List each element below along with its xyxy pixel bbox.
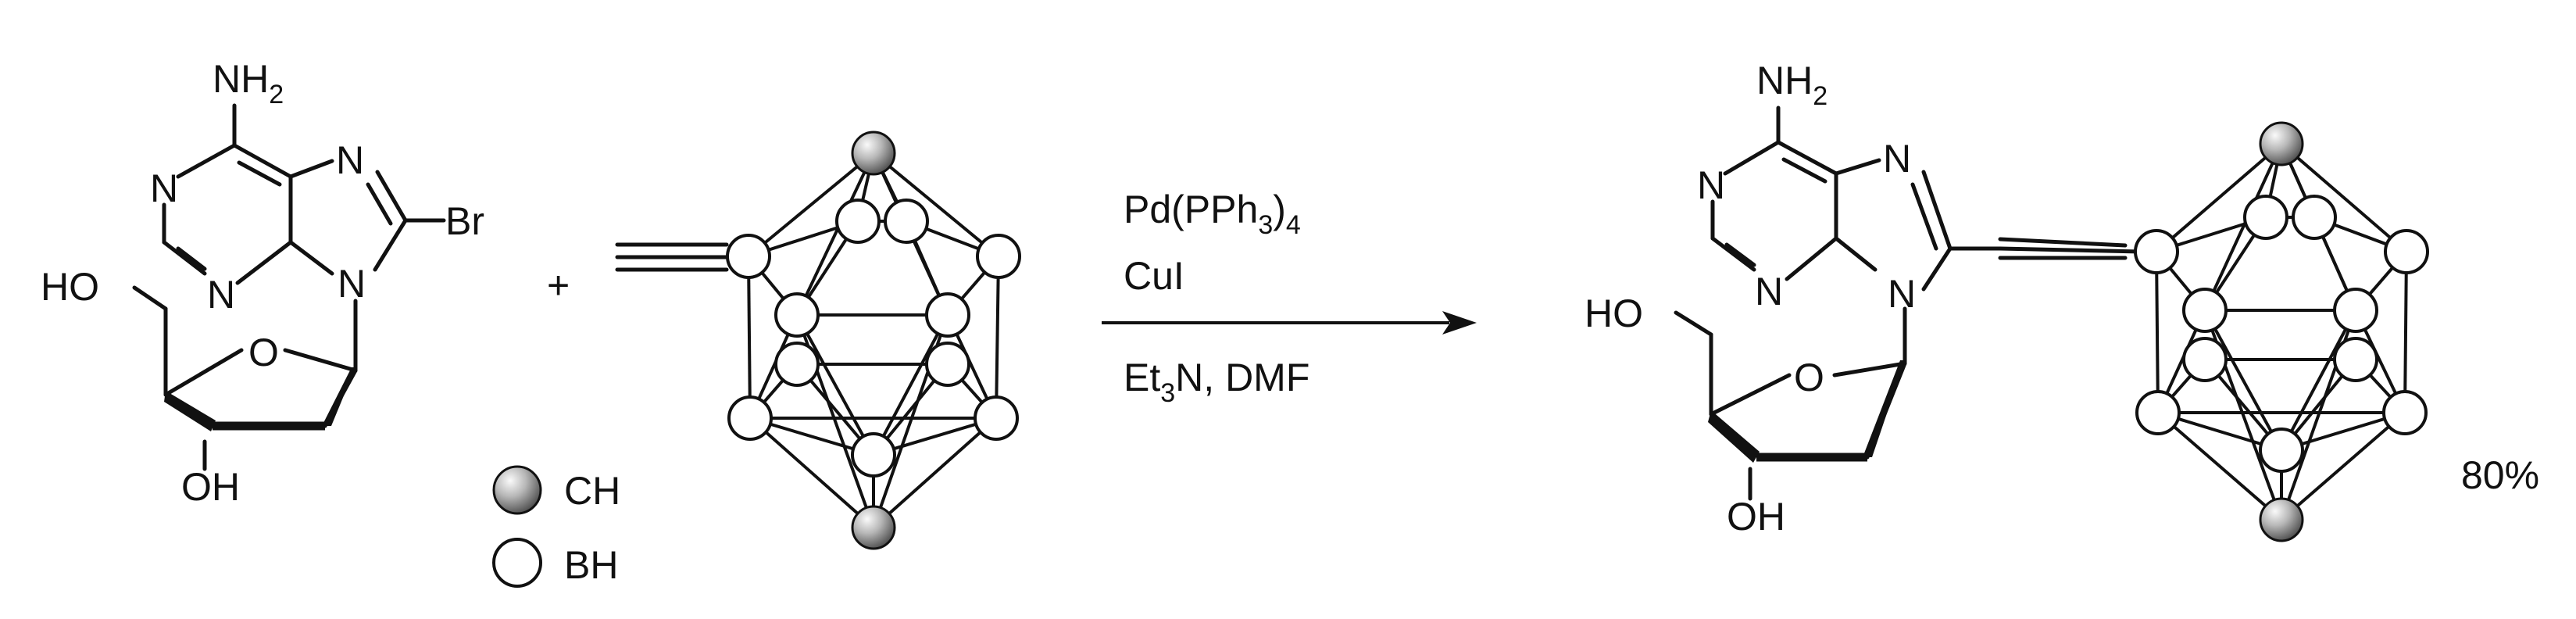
reactant-cage-bh-atom [925, 292, 970, 338]
product-cage-bh-atom [2384, 229, 2429, 274]
reactant-cage-ch-atom [851, 505, 896, 550]
reaction-arrow-head [1442, 311, 1477, 335]
reaction-yield: 80% [2461, 453, 2539, 497]
product-wedge-c1-c2 [1863, 360, 1905, 457]
reactant-n3-label: N [207, 273, 235, 317]
legend-ch-label: CH [564, 469, 620, 513]
product-cage-bh-atom [2259, 428, 2304, 473]
reactant-cage-bh-atom [726, 234, 771, 279]
product-nucleoside: NH2 N N N N HO O OH [1585, 59, 2143, 538]
reactant-cage-bh-atom [884, 199, 929, 244]
product-cage-bh-atom [2135, 390, 2181, 435]
reactant-wedge-c4-c3 [164, 391, 216, 431]
reaction-conditions: Pd(PPh3)4 CuI Et3N, DMF [1102, 188, 1477, 408]
product-n7-label: N [1883, 137, 1911, 181]
product-carborane [2134, 121, 2429, 542]
plus-sign: + [547, 263, 570, 307]
product-n3-label: N [1755, 270, 1783, 313]
reactant-n1-label: N [150, 166, 178, 210]
reactant-amino-label: NH2 [213, 57, 284, 109]
product-ring-oxygen-label: O [1794, 356, 1824, 399]
product-cage-bh-atom [2182, 337, 2228, 382]
reactant-cage-bh-atom [976, 234, 1021, 279]
product-n9-label: N [1888, 272, 1916, 316]
product-5-hydroxy-label: HO [1585, 292, 1643, 335]
legend-bh-label: BH [564, 543, 618, 587]
product-cage-bh-atom [2292, 195, 2337, 240]
product-cage-ch-atom [2259, 121, 2304, 166]
reactant-nucleoside: NH2 N N N N Br HO O OH [41, 57, 484, 509]
condition-catalyst: Pd(PPh3)4 [1124, 188, 1301, 240]
product-bonds [1674, 106, 2143, 501]
product-cage-bh-atom [2243, 195, 2288, 240]
legend-bh-symbol [492, 538, 542, 588]
reactant-bromo-label: Br [445, 199, 484, 243]
reactant-5-hydroxy-label: HO [41, 265, 99, 309]
reactant-cage-bh-atom [835, 199, 881, 244]
condition-cocatalyst: CuI [1124, 254, 1184, 298]
reactant-cage-bh-atom [774, 292, 820, 338]
atom-legend: CH BH [492, 465, 620, 588]
reactant-cage-bh-atom [774, 342, 820, 387]
reactant-cage-bh-atom [851, 432, 896, 478]
reactant-cage-bh-atom [974, 395, 1019, 441]
product-3-hydroxy-label: OH [1727, 495, 1785, 538]
reactant-carborane [615, 131, 1021, 550]
legend-ch-symbol [492, 465, 542, 515]
product-cage-bh-atom [2333, 337, 2378, 382]
reactant-cage-bh-atom [925, 342, 970, 387]
product-cage-bh-atom [2182, 288, 2228, 333]
reactant-n7-label: N [336, 138, 364, 182]
reactant-wedge-c1-c2 [322, 367, 355, 426]
reactant-n9-label: N [338, 262, 366, 306]
reactant-ring-oxygen-label: O [248, 331, 279, 374]
product-cage-bh-atom [2333, 288, 2378, 333]
product-amino-label: NH2 [1756, 59, 1827, 111]
reactant-3-hydroxy-label: OH [181, 465, 240, 509]
condition-base-solvent: Et3N, DMF [1124, 356, 1309, 408]
product-n1-label: N [1697, 163, 1725, 207]
product-cage-bh-atom [2382, 390, 2428, 435]
reactant-cage-ch-atom [851, 131, 896, 176]
reactant-bonds [132, 103, 446, 471]
product-cage-ch-atom [2259, 497, 2304, 542]
product-wedge-c4-c3 [1708, 410, 1760, 463]
product-cage-bh-atom [2134, 229, 2179, 274]
reactant-cage-bh-atom [727, 395, 773, 441]
